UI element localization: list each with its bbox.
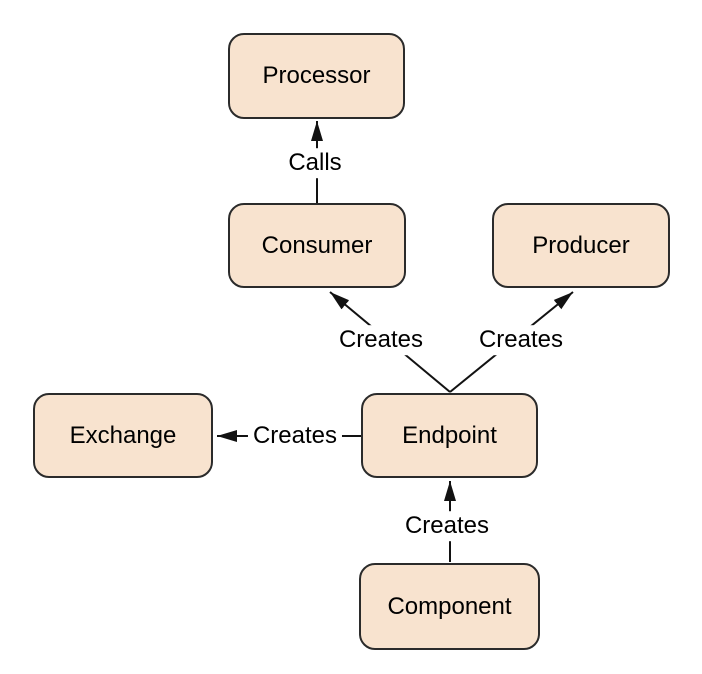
edge-label-creates-producer: Creates bbox=[473, 325, 569, 355]
node-endpoint: Endpoint bbox=[361, 393, 538, 478]
edge-label-calls: Calls bbox=[283, 148, 347, 178]
edge-label-creates-endpoint: Creates bbox=[399, 511, 495, 541]
node-processor: Processor bbox=[228, 33, 405, 119]
edge-label-creates-consumer: Creates bbox=[333, 325, 429, 355]
node-exchange: Exchange bbox=[33, 393, 213, 478]
node-endpoint-label: Endpoint bbox=[402, 421, 497, 449]
node-producer-label: Producer bbox=[532, 231, 630, 259]
node-component-label: Component bbox=[387, 592, 512, 620]
node-consumer-label: Consumer bbox=[261, 231, 373, 259]
node-consumer: Consumer bbox=[228, 203, 406, 288]
edge-label-creates-exchange: Creates bbox=[247, 421, 343, 451]
node-processor-label: Processor bbox=[262, 62, 371, 89]
node-producer: Producer bbox=[492, 203, 670, 288]
node-component: Component bbox=[359, 563, 540, 650]
node-exchange-label: Exchange bbox=[69, 421, 177, 449]
